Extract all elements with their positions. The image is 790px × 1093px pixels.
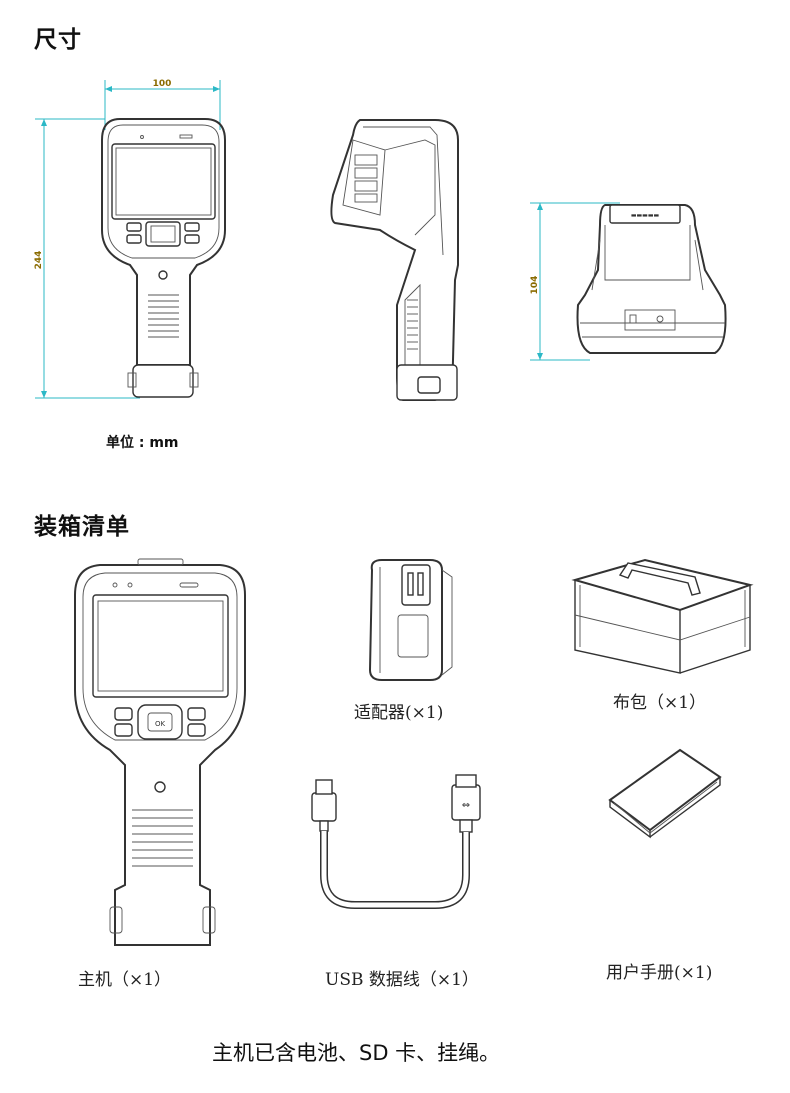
svg-text:OK: OK xyxy=(155,720,166,728)
packing-list-title: 装箱清单 xyxy=(34,514,130,540)
height-dimension-value: 244 xyxy=(34,251,44,270)
thermal-camera-device-icon: OK xyxy=(74,558,246,946)
item-label-user-manual: 用户手册(×1) xyxy=(606,963,713,983)
power-adapter-icon xyxy=(368,559,453,681)
unit-label: 单位 : mm xyxy=(106,435,179,451)
item-label-main-unit: 主机（×1） xyxy=(78,970,172,990)
top-view-diagram: 104 ▬▬▬▬▬ xyxy=(530,202,727,361)
front-view-diagram: 100 244 xyxy=(34,79,226,399)
item-label-cloth-bag: 布包（×1） xyxy=(613,693,707,713)
footer-note: 主机已含电池、SD 卡、挂绳。 xyxy=(212,1041,501,1065)
width-dimension-value: 100 xyxy=(153,79,172,89)
depth-dimension-value: 104 xyxy=(530,276,540,295)
item-label-adapter: 适配器(×1) xyxy=(354,703,444,723)
svg-text:▬▬▬▬▬: ▬▬▬▬▬ xyxy=(631,212,660,219)
item-label-usb-cable: USB 数据线（×1） xyxy=(325,970,479,990)
cloth-bag-icon xyxy=(571,558,754,674)
side-view-diagram xyxy=(330,119,459,401)
svg-text:⇔: ⇔ xyxy=(462,800,470,811)
usb-cable-icon: ⇔ xyxy=(311,774,481,909)
user-manual-icon xyxy=(608,748,722,839)
dimensions-title: 尺寸 xyxy=(34,27,82,53)
